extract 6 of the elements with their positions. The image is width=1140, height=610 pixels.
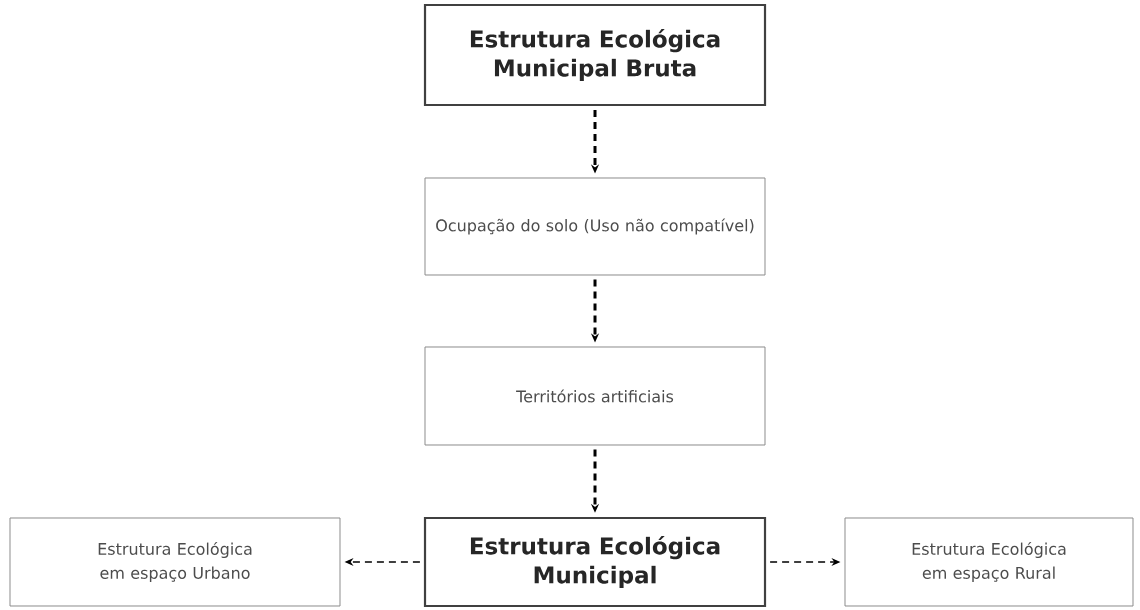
process-box: Ocupação do solo (Uso não compatível) (424, 177, 766, 276)
process-box: Territórios artificiais (424, 346, 766, 446)
main-box: Estrutura Ecológica Municipal (423, 516, 767, 608)
main-box: Estrutura Ecológica Municipal Bruta (423, 3, 767, 107)
process-box: Estrutura Ecológica em espaço Urbano (9, 517, 341, 607)
process-box: Estrutura Ecológica em espaço Rural (844, 517, 1134, 607)
